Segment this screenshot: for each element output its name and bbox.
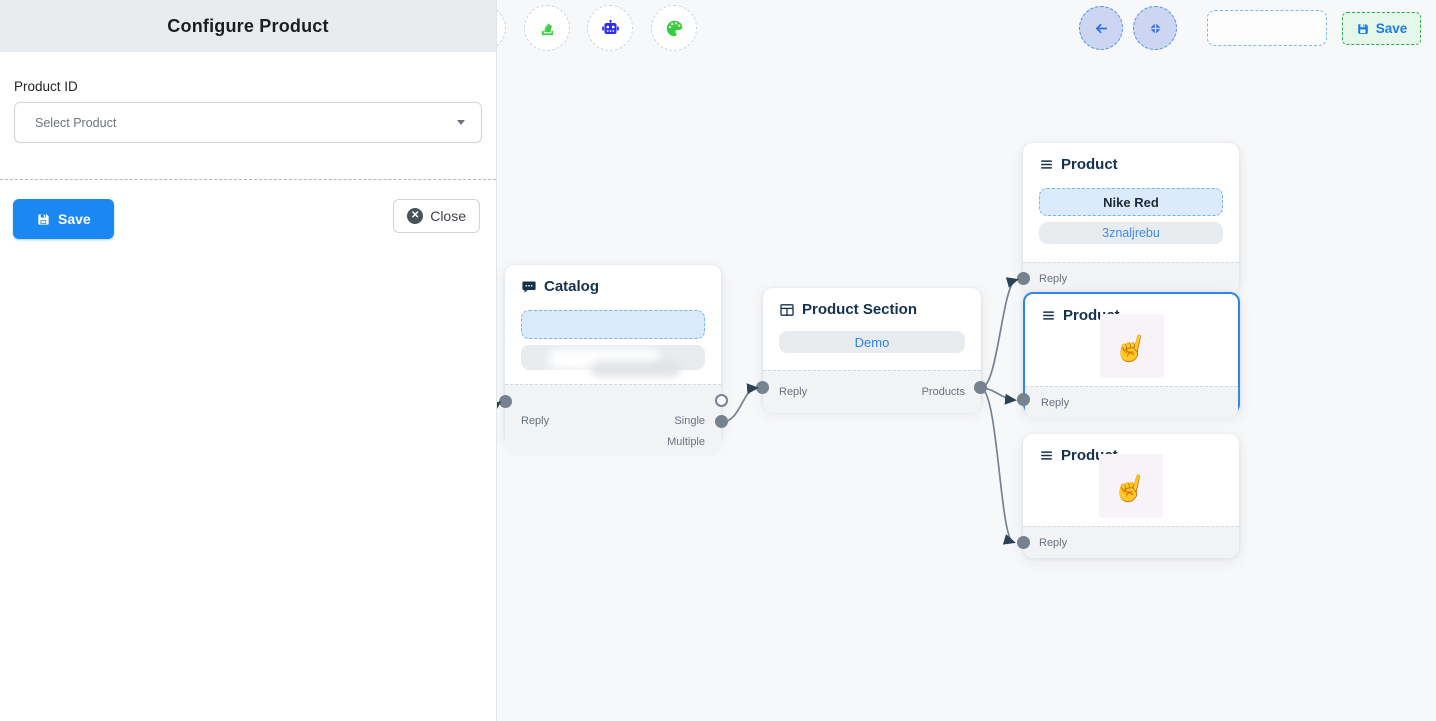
- canvas-save-button[interactable]: Save: [1342, 12, 1421, 45]
- product-section-title: Product Section: [802, 301, 918, 318]
- stack-tool-button[interactable]: [524, 5, 570, 51]
- product-option-primary-label: Nike Red: [1103, 194, 1159, 210]
- panel-body: Product ID Select Product Save ✕ Close: [0, 79, 496, 239]
- multiple-port-label: Multiple: [667, 436, 705, 448]
- catalog-option-slot[interactable]: [521, 310, 705, 339]
- select-placeholder: Select Product: [35, 115, 117, 130]
- product-node-top[interactable]: Product Nike Red 3znaljrebu Reply: [1017, 143, 1239, 294]
- toolbar-button-partial[interactable]: [497, 5, 506, 51]
- catalog-secondary-slot[interactable]: [521, 345, 705, 377]
- close-button-label: Close: [430, 208, 466, 224]
- product-id-label: Product ID: [14, 79, 78, 94]
- hand-cursor-icon: ☝: [1110, 469, 1151, 507]
- chevron-down-icon: [457, 120, 465, 125]
- section-reply-handle[interactable]: [756, 381, 769, 394]
- panel-divider: [0, 179, 496, 180]
- palette-icon: [666, 20, 682, 36]
- product-id-select[interactable]: Select Product: [14, 102, 482, 143]
- product-option-primary[interactable]: Nike Red: [1039, 188, 1223, 216]
- catalog-single-handle[interactable]: [715, 394, 728, 407]
- page-title: Configure Product: [167, 15, 329, 36]
- panel-header: Configure Product: [0, 0, 496, 52]
- section-option-demo[interactable]: Demo: [779, 331, 965, 353]
- edge-catalog-to-section: [721, 383, 759, 423]
- close-icon: ✕: [407, 208, 424, 224]
- compress-icon: [1150, 23, 1160, 33]
- product-section-node[interactable]: Product Section Demo Reply Products: [756, 288, 987, 413]
- catalog-node-title: Catalog: [544, 278, 600, 295]
- products-port-label: Products: [921, 386, 965, 398]
- table-icon: [780, 303, 794, 316]
- catalog-node[interactable]: Catalog Reply Single Multiple: [499, 265, 728, 456]
- catalog-node-footer: Reply Single Multiple: [505, 384, 721, 456]
- fit-view-button[interactable]: [1133, 6, 1177, 50]
- save-button[interactable]: Save: [13, 199, 114, 239]
- catalog-reply-handle[interactable]: [499, 395, 512, 408]
- arrow-left-icon: [1095, 23, 1107, 33]
- back-button[interactable]: [1079, 6, 1123, 50]
- floppy-icon: [1357, 23, 1368, 34]
- reply-port-label: Reply: [1039, 272, 1068, 285]
- canvas-save-label: Save: [1375, 21, 1408, 36]
- product-node-selected[interactable]: Product ☝ Reply: [1017, 292, 1240, 418]
- product-node-header: Product: [1023, 143, 1239, 179]
- panel-actions: Save ✕ Close: [13, 199, 482, 239]
- catalog-multiple-handle[interactable]: [715, 415, 728, 428]
- section-products-handle[interactable]: [974, 381, 987, 394]
- product-node-footer: Reply: [1023, 526, 1239, 558]
- menu-icon: [1041, 160, 1052, 169]
- menu-icon: [1043, 311, 1054, 320]
- single-port-label: Single: [674, 415, 705, 427]
- node-body: ☝: [1023, 454, 1239, 526]
- cursor-highlight: ☝: [1099, 454, 1163, 518]
- blur-smudge: [591, 361, 681, 377]
- bot-tool-button[interactable]: [587, 5, 633, 51]
- product-node-title: Product: [1061, 156, 1118, 173]
- product-option-secondary-label: 3znaljrebu: [1102, 226, 1160, 240]
- product-node-footer: Reply: [1025, 386, 1238, 418]
- reply-port-label: Reply: [521, 415, 550, 427]
- product-middle-reply-handle[interactable]: [1017, 393, 1030, 406]
- product-section-footer: Reply Products: [763, 370, 981, 413]
- section-option-label: Demo: [854, 334, 890, 350]
- configure-product-panel: Configure Product Product ID Select Prod…: [0, 0, 497, 721]
- reply-port-label: Reply: [1041, 396, 1070, 409]
- edge-section-to-product-top: [980, 277, 1019, 389]
- reply-port-label: Reply: [1039, 536, 1068, 549]
- floppy-icon: [38, 213, 49, 225]
- menu-icon: [1041, 451, 1052, 460]
- product-node-bottom[interactable]: Product ☝ Reply: [1017, 434, 1239, 558]
- robot-icon: [601, 19, 619, 34]
- save-button-label: Save: [58, 211, 91, 227]
- node-body: ☝: [1025, 314, 1238, 386]
- product-option-secondary[interactable]: 3znaljrebu: [1039, 222, 1223, 244]
- empty-dashed-button[interactable]: [1207, 10, 1327, 46]
- edge-section-to-product-bottom: [980, 387, 1016, 545]
- product-section-header: Product Section: [763, 288, 981, 324]
- cursor-highlight: ☝: [1099, 314, 1164, 378]
- edge-into-catalog: [497, 401, 502, 413]
- product-node-footer: Reply: [1023, 262, 1239, 294]
- stack-icon: [541, 23, 553, 35]
- close-button[interactable]: ✕ Close: [393, 199, 480, 233]
- product-bottom-reply-handle[interactable]: [1017, 536, 1030, 549]
- reply-port-label: Reply: [779, 386, 808, 398]
- chat-bubble-icon: [522, 281, 536, 293]
- catalog-node-header: Catalog: [505, 265, 721, 301]
- hand-cursor-icon: ☝: [1111, 329, 1151, 367]
- theme-tool-button[interactable]: [651, 5, 697, 51]
- flow-canvas[interactable]: Save Catalog Reply Single Multiple: [497, 0, 1436, 721]
- product-top-reply-handle[interactable]: [1017, 272, 1030, 285]
